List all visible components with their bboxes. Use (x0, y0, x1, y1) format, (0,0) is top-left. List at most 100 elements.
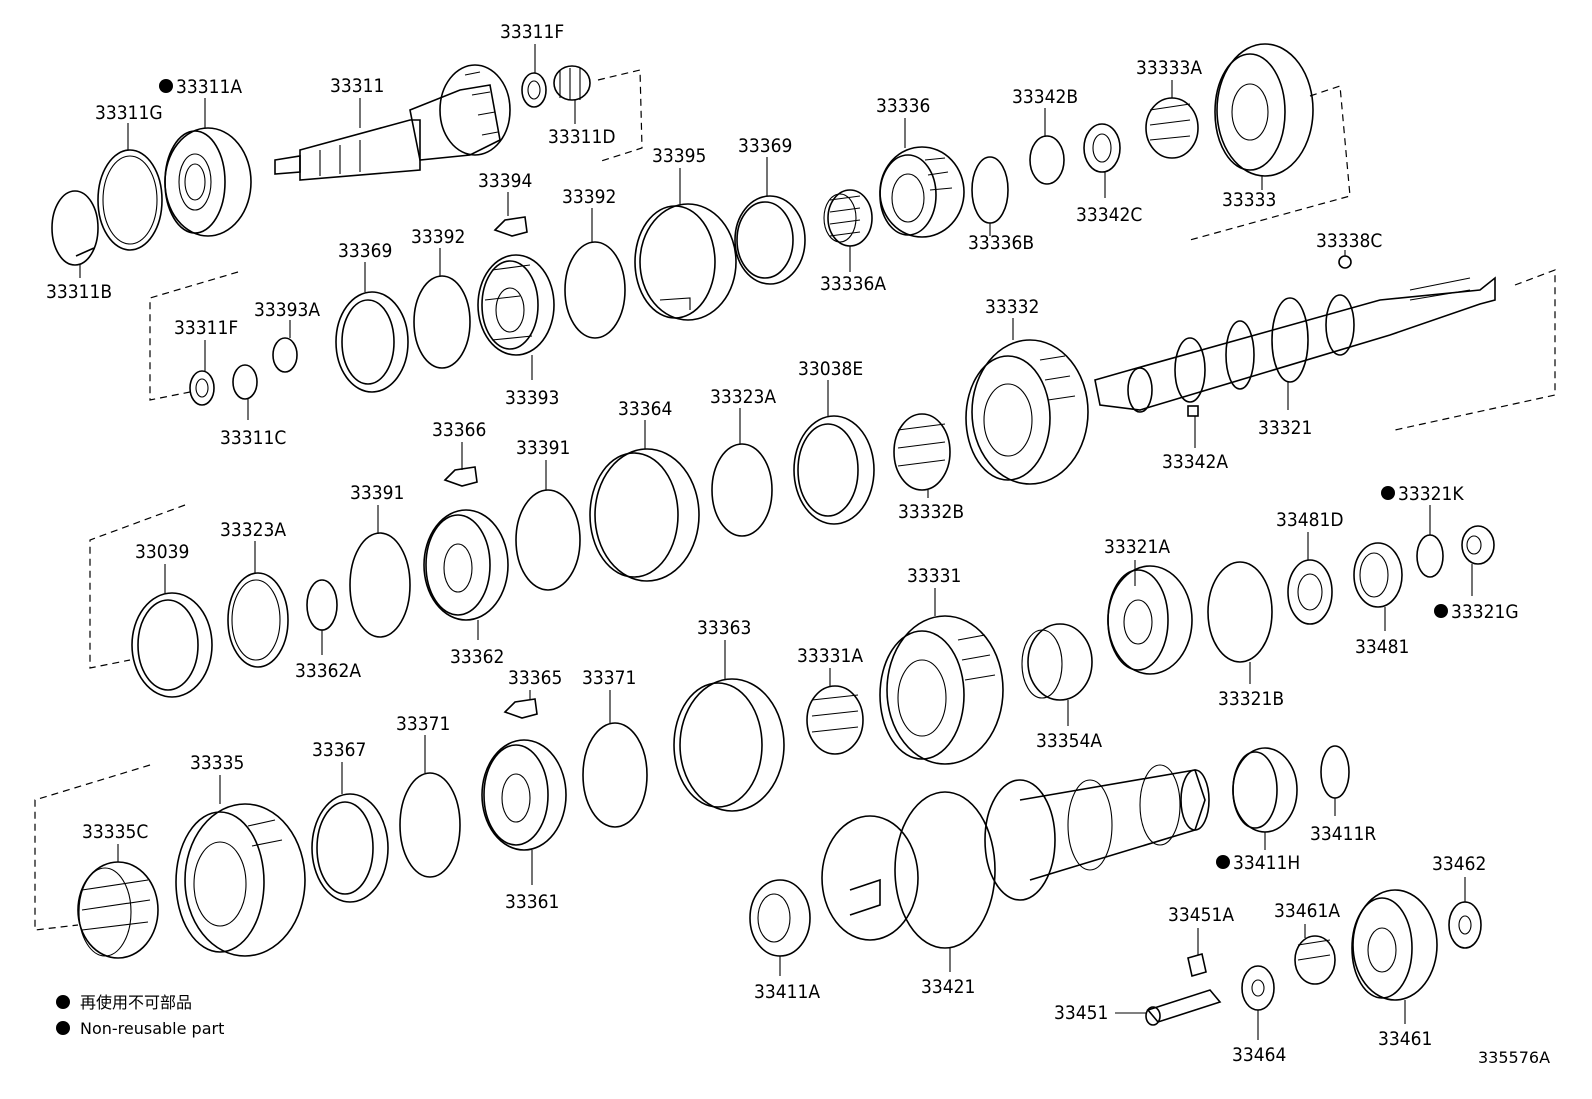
ring-33367 (311, 793, 389, 903)
hub-33393 (477, 254, 555, 356)
needle-bearing-33333A (1145, 97, 1199, 159)
label-33411A: 33411A (754, 981, 820, 1003)
label-33311F-top: 33311F (500, 21, 564, 43)
label-33333A: 33333A (1136, 57, 1202, 79)
ring-33323A-top (711, 443, 773, 537)
snap-ring-33311B (51, 190, 99, 266)
label-33038E: 33038E (798, 358, 863, 380)
legend-dot-1 (56, 995, 70, 1009)
ring-33369-mid (335, 291, 409, 393)
label-33311G: 33311G (95, 102, 163, 124)
label-33362A: 33362A (295, 660, 361, 682)
label-33364: 33364 (618, 398, 672, 420)
pin-33342A (1187, 405, 1199, 417)
bearing-33321A (1107, 565, 1193, 675)
nonreusable-dot-33411H (1216, 855, 1230, 869)
label-33367: 33367 (312, 739, 366, 761)
snap-ring-33311C (232, 364, 258, 400)
label-33461A: 33461A (1274, 900, 1340, 922)
hub-33361 (481, 739, 567, 851)
label-33369-top: 33369 (738, 135, 792, 157)
label-33481: 33481 (1355, 636, 1409, 658)
washer-33311F-mid (189, 370, 215, 406)
snap-ring-33362A (306, 579, 338, 631)
gear-33333 (1214, 43, 1314, 177)
label-33393A: 33393A (254, 299, 320, 321)
snap-ring-33393A (272, 337, 298, 373)
washer-33462 (1448, 901, 1482, 949)
spacer-33342C (1083, 123, 1121, 173)
label-33394: 33394 (478, 170, 532, 192)
legend-text-en: Non-reusable part (80, 1019, 224, 1038)
label-33451A: 33451A (1168, 904, 1234, 926)
label-33391-mid: 33391 (350, 482, 404, 504)
label-33464: 33464 (1232, 1044, 1286, 1066)
needle-bearing-33332B (893, 413, 951, 491)
legend-dot-2 (56, 1021, 70, 1035)
seal-33481D (1287, 559, 1333, 625)
label-33336B: 33336B (968, 232, 1034, 254)
needle-bearing-33461A (1294, 935, 1336, 985)
label-33311B: 33311B (46, 281, 112, 303)
label-33371-mid: 33371 (396, 713, 450, 735)
label-33332B: 33332B (898, 501, 964, 523)
counter-gear-33421 (821, 764, 1210, 949)
legend: 再使用不可部品 Non-reusable part (56, 993, 224, 1038)
label-33365: 33365 (508, 667, 562, 689)
label-33332: 33332 (985, 296, 1039, 318)
figure-id: 335576A (1478, 1048, 1550, 1067)
label-33393: 33393 (505, 387, 559, 409)
label-33321A: 33321A (1104, 536, 1170, 558)
sleeve-33363 (673, 678, 785, 812)
label-33321: 33321 (1258, 417, 1312, 439)
label-33333: 33333 (1222, 189, 1276, 211)
key-33366 (443, 466, 478, 487)
label-33363: 33363 (697, 617, 751, 639)
snap-ring-33321B (1207, 561, 1273, 663)
ring-33038E (793, 415, 875, 525)
ring-33323A-mid (227, 572, 289, 668)
bearing-33311A (164, 127, 252, 237)
label-33371-top: 33371 (582, 667, 636, 689)
needle-bearing-33336A (823, 189, 873, 247)
label-33342B: 33342B (1012, 86, 1078, 108)
label-33338C: 33338C (1316, 230, 1382, 252)
roller-33311D (553, 65, 591, 101)
snap-ring-33371-top (582, 722, 648, 828)
hub-33362 (423, 509, 509, 621)
bearing-33411H (1232, 747, 1298, 833)
label-33336A: 33336A (820, 273, 886, 295)
label-33335C: 33335C (82, 821, 148, 843)
label-33481D: 33481D (1276, 509, 1344, 531)
label-33311: 33311 (330, 75, 384, 97)
nonreusable-dot-33321G (1434, 604, 1448, 618)
ring-33342B (1029, 135, 1065, 185)
nonreusable-dot-33311A (159, 79, 173, 93)
o-ring-33321K (1416, 534, 1444, 578)
label-33311D: 33311D (548, 126, 616, 148)
gear-33461 (1351, 889, 1438, 1001)
label-33361: 33361 (505, 891, 559, 913)
key-33394 (493, 216, 528, 237)
leader-lines (79, 44, 1473, 1040)
washer-33311F-top (521, 72, 547, 108)
label-33336: 33336 (876, 95, 930, 117)
label-33392-top: 33392 (562, 186, 616, 208)
collar-33354A (1021, 623, 1093, 701)
nonreusable-dot-33321K (1381, 486, 1395, 500)
label-33395: 33395 (652, 145, 706, 167)
sleeve-33395 (634, 203, 737, 321)
label-33369-mid: 33369 (338, 240, 392, 262)
label-33321K: 33321K (1398, 483, 1464, 505)
gear-33335 (175, 803, 306, 957)
label-33411H: 33411H (1233, 852, 1300, 874)
label-33311F-mid: 33311F (174, 317, 238, 339)
label-33331: 33331 (907, 565, 961, 587)
label-33461: 33461 (1378, 1028, 1432, 1050)
key-33365 (503, 698, 538, 719)
label-33323A-mid: 33323A (220, 519, 286, 541)
label-33311A: 33311A (176, 76, 242, 98)
snap-ring-33392-top (564, 241, 626, 339)
part-labels: 33311F 33311A 33311 33311G 33311D 33311B… (46, 21, 1519, 1066)
